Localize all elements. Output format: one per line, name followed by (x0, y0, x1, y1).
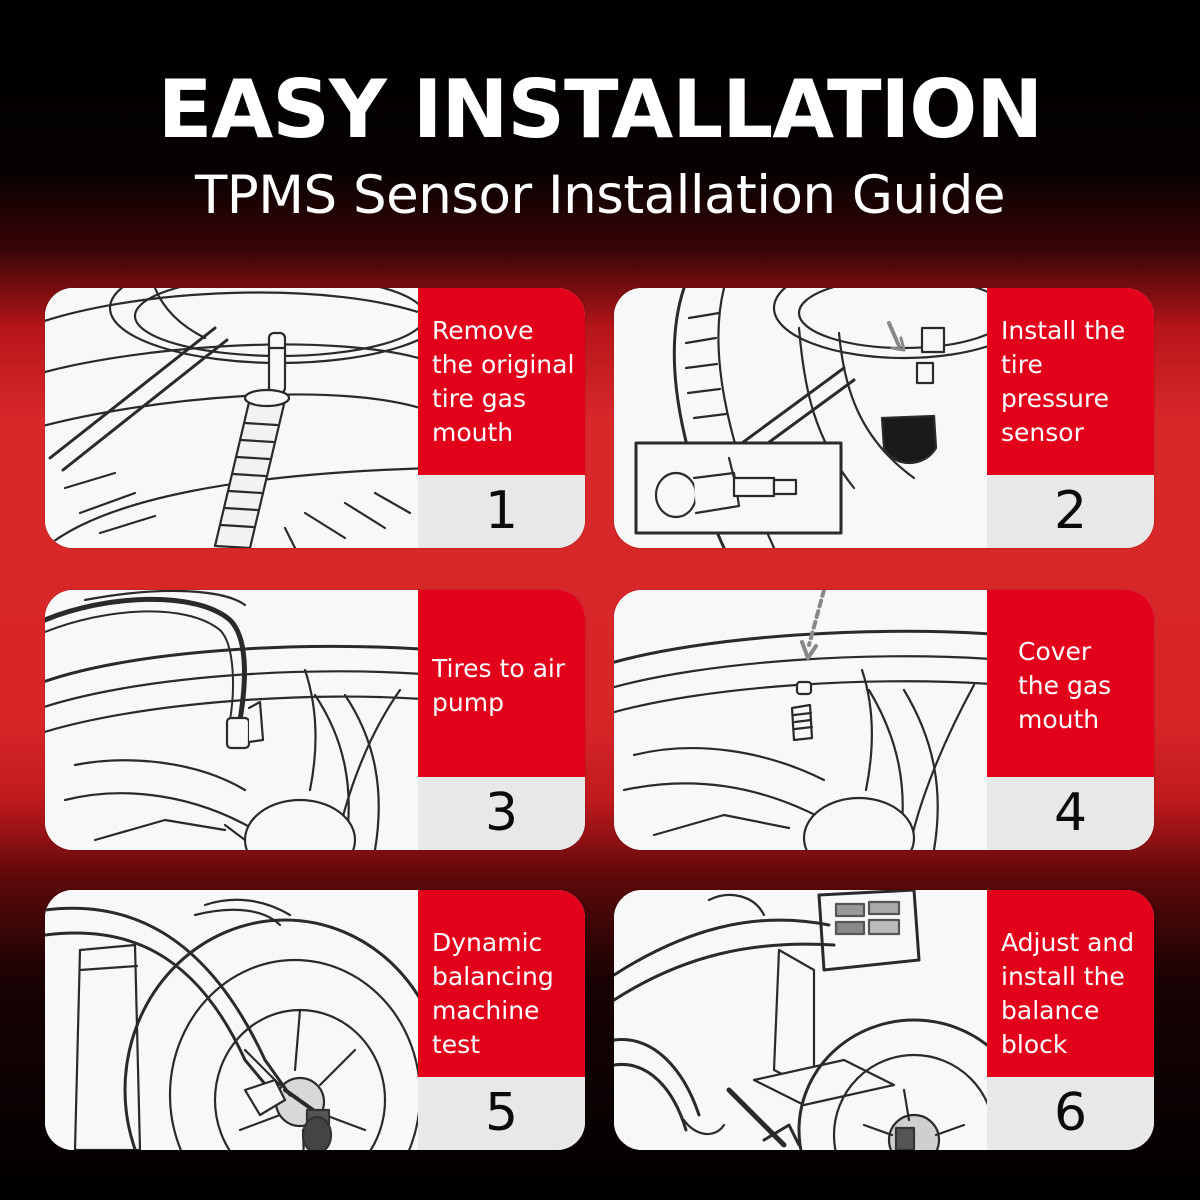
step-card-5: Dynamic balancing machine test 5 (45, 890, 585, 1150)
step-3-description: Tires to air pump (432, 654, 566, 717)
step-3-description-panel: Tires to air pump (418, 590, 585, 777)
step-6-number: 6 (987, 1077, 1154, 1150)
step-2-number: 2 (987, 475, 1154, 548)
step-card-6: Adjust and install the balance block 6 (614, 890, 1154, 1150)
step-1-illustration (45, 288, 418, 548)
page-title: EASY INSTALLATION (157, 63, 1044, 156)
step-4-number: 4 (987, 777, 1154, 850)
step-2-illustration (614, 288, 987, 548)
step-card-4: Cover the gas mouth 4 (614, 590, 1154, 850)
step-card-3: Tires to air pump 3 (45, 590, 585, 850)
step-2-description: Install the tire pressure sensor (1001, 316, 1126, 447)
step-6-illustration (614, 890, 987, 1150)
step-3-number: 3 (418, 777, 585, 850)
step-6-description-panel: Adjust and install the balance block (987, 890, 1154, 1077)
step-1-description: Remove the original tire gas mouth (432, 316, 575, 447)
page-subtitle: TPMS Sensor Installation Guide (194, 165, 1006, 226)
step-4-description-panel: Cover the gas mouth (987, 590, 1154, 777)
step-3-illustration (45, 590, 418, 850)
step-card-2: Install the tire pressure sensor 2 (614, 288, 1154, 548)
header: EASY INSTALLATION TPMS Sensor Installati… (0, 0, 1200, 250)
step-6-description: Adjust and install the balance block (1001, 928, 1135, 1059)
step-5-number: 5 (418, 1077, 585, 1150)
step-5-description: Dynamic balancing machine test (432, 928, 554, 1059)
step-card-1: Remove the original tire gas mouth 1 (45, 288, 585, 548)
step-4-description: Cover the gas mouth (1018, 637, 1112, 734)
step-1-number: 1 (418, 475, 585, 548)
step-5-description-panel: Dynamic balancing machine test (418, 890, 585, 1077)
step-4-illustration (614, 590, 987, 850)
step-1-description-panel: Remove the original tire gas mouth (418, 288, 585, 475)
step-5-illustration (45, 890, 418, 1150)
step-2-description-panel: Install the tire pressure sensor (987, 288, 1154, 475)
